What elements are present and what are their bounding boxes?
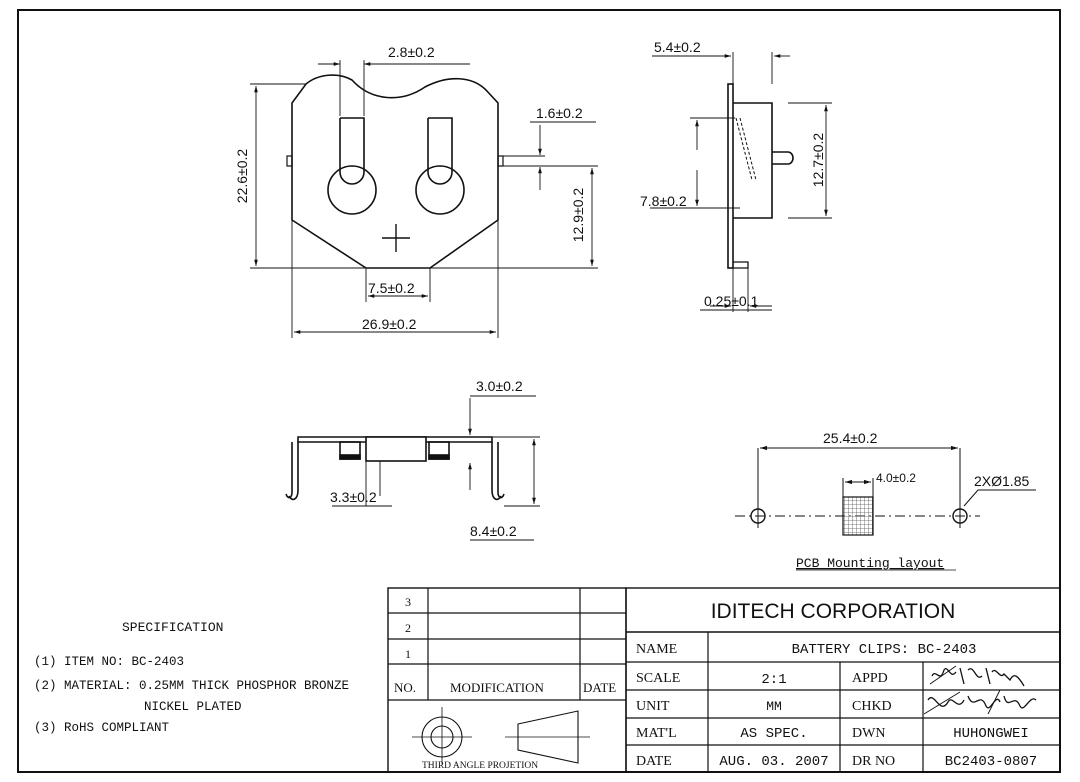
side-view-dimensions [650,52,832,312]
dwn-label: DWN [852,726,885,741]
dim-side-top: 5.4±0.2 [654,39,701,55]
dim-front-right-height: 12.9±0.2 [570,188,586,243]
projection-label: THIRD ANGLE PROJETION [422,761,538,771]
pcb-caption: PCB Mounting layout [796,556,944,571]
front-view [286,74,504,269]
dim-pcb-span: 25.4±0.2 [823,430,878,446]
spec-item-2-cont: NICKEL PLATED [144,700,242,714]
dim-front-total-width: 26.9±0.2 [362,316,417,332]
spec-item-2: (2) MATERIAL: 0.25MM THICK PHOSPHOR BRON… [34,679,349,693]
dim-side-height: 12.7±0.2 [810,133,826,188]
appd-label: APPD [852,671,888,686]
side-view [727,83,794,269]
name-label: NAME [636,642,677,657]
name-value: BATTERY CLIPS: BC-2403 [792,642,977,658]
dim-side-thickness: 0.25±0.1 [704,293,759,309]
rev-header-modification: MODIFICATION [450,680,545,695]
appd-signature [929,665,1025,687]
rev-row-3: 3 [405,595,411,609]
spec-item-1: (1) ITEM NO: BC-2403 [34,655,184,669]
dim-front-bottom-flat: 7.5±0.2 [368,280,415,296]
material-value: AS SPEC. [740,726,807,742]
material-label: MAT'L [636,726,677,741]
bottom-view [285,436,505,501]
drno-value: BC2403-0807 [945,754,1037,770]
dim-side-inner: 7.8±0.2 [640,193,687,209]
chkd-signature [923,689,1037,715]
rev-header-no: NO. [394,680,416,695]
spec-title: SPECIFICATION [122,620,223,635]
dim-pcb-pad: 4.0±0.2 [876,471,916,485]
scale-label: SCALE [636,671,680,686]
company-name: IDITECH CORPORATION [711,600,956,623]
bottom-view-dimensions [332,395,540,541]
pcb-layout [735,445,1036,536]
dim-front-tab: 1.6±0.2 [536,105,583,121]
title-block [625,587,1061,773]
dim-bottom-slot: 3.3±0.2 [330,489,377,505]
dim-pcb-hole: 2XØ1.85 [974,473,1029,489]
chkd-label: CHKD [852,699,892,714]
date-value: AUG. 03. 2007 [719,754,828,770]
dim-front-height: 22.6±0.2 [234,149,250,204]
rev-header-date: DATE [583,680,616,695]
dwn-value: HUHONGWEI [953,726,1029,742]
dim-bottom-top: 3.0±0.2 [476,378,523,394]
revision-block [387,587,627,773]
unit-value: MM [766,699,782,714]
scale-value: 2:1 [761,672,786,688]
rev-row-2: 2 [405,621,411,635]
dim-front-top-width: 2.8±0.2 [388,44,435,60]
date-label: DATE [636,754,672,769]
drno-label: DR NO [852,754,895,769]
spec-item-3: (3) RoHS COMPLIANT [34,721,170,735]
unit-label: UNIT [636,699,670,714]
front-view-dimensions [250,60,598,338]
dim-bottom-height: 8.4±0.2 [470,523,517,539]
rev-row-1: 1 [405,647,411,661]
